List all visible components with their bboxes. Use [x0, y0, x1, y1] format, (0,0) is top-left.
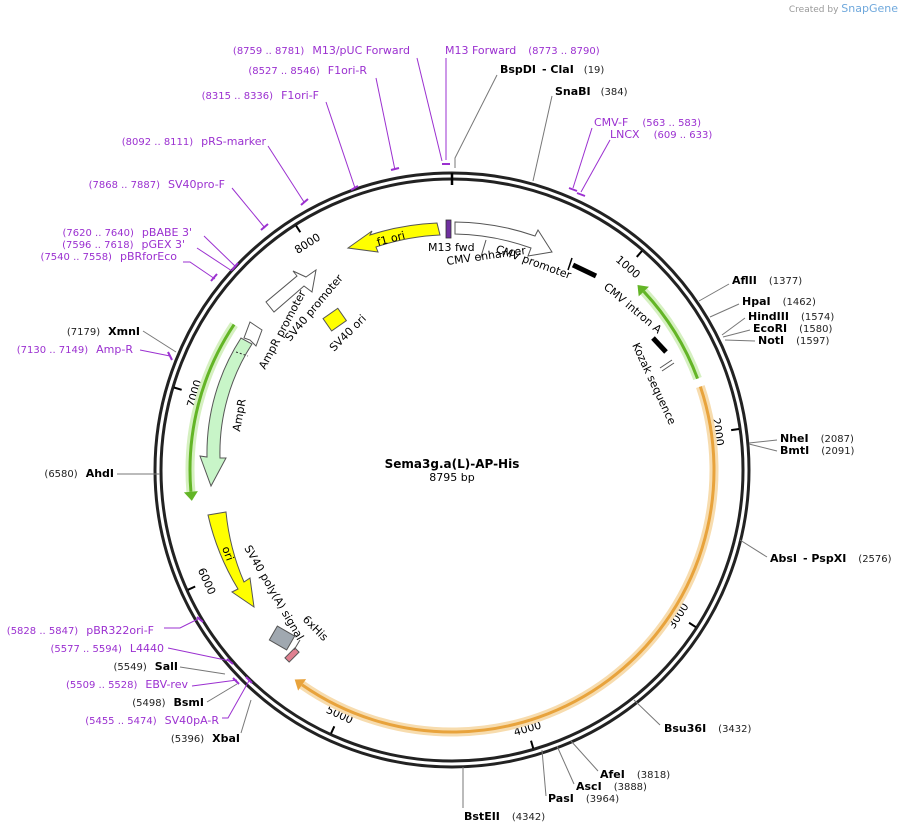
primer-pbr322ori-f[interactable]: (5828 .. 5847)pBR322ori-F [7, 624, 154, 637]
cmv-enhancer-leader [479, 239, 487, 261]
ruler-tick-mark [173, 386, 182, 391]
ruler-tick-mark [636, 250, 643, 258]
leader-pasi [541, 749, 547, 797]
leader-hpai [709, 303, 740, 318]
enzyme-afei[interactable]: AfeI(3818) [600, 768, 670, 781]
leader-hindiii [721, 317, 746, 336]
enzyme-asci[interactable]: AscI(3888) [576, 780, 647, 793]
enzyme-bsu36i[interactable]: Bsu36I(3432) [664, 722, 752, 735]
leader-aflii [698, 283, 730, 302]
primer-sv40pro-f[interactable]: (7868 .. 7887)SV40pro-F [89, 178, 225, 191]
primer-f1ori-r[interactable]: (8527 .. 8546)F1ori-R [248, 64, 367, 77]
cmv-promoter-arrow [454, 221, 553, 257]
leader-nhei [748, 439, 778, 444]
ruler-tick-mark [688, 621, 697, 628]
enzyme-bspdi[interactable]: BspDI- ClaI(19) [500, 63, 604, 76]
enzyme-hindiii[interactable]: HindIII(1574) [748, 310, 834, 323]
leader-absi [739, 539, 768, 558]
enzyme-ahdi[interactable]: (6580)AhdI [44, 467, 114, 480]
plasmid-length: 8795 bp [429, 471, 474, 484]
cmv-intron-a-end [567, 257, 573, 271]
insert-feature [294, 385, 719, 737]
primer-pgex-3[interactable]: (7596 .. 7618)pGEX 3' [62, 238, 185, 251]
sv40-promoter-arrow [265, 268, 317, 313]
primer-pbabe-3[interactable]: (7620 .. 7640)pBABE 3' [63, 226, 193, 239]
enzyme-sites: BspDI- ClaI(19) SnaBI(384) AflII(1377) H… [44, 63, 891, 823]
cmv-intron-a-bar [571, 262, 598, 279]
sv40-polya-box [268, 625, 296, 651]
enzyme-bsteii[interactable]: BstEII(4342) [464, 810, 545, 823]
leader-asci [556, 745, 575, 785]
leader-bmti [748, 443, 778, 452]
leader-bsu36i [633, 699, 661, 726]
ruler-tick-label: 1000 [613, 253, 643, 281]
leader-xbai [240, 699, 252, 734]
leader-ecori [722, 329, 751, 338]
cmv-intron-green-feature [637, 284, 702, 381]
leader-afei [570, 740, 599, 772]
primer-sites: M13 Forward(8773 .. 8790) (8759 .. 8781)… [7, 44, 713, 727]
ruler-tick-mark [187, 585, 196, 591]
feature-label-m13-fwd: M13 fwd [428, 241, 475, 254]
credit-prefix: Created by [788, 5, 839, 15]
ampr-promoter-arrow [243, 321, 263, 347]
enzyme-hpai[interactable]: HpaI(1462) [742, 295, 816, 308]
ori-arrow [207, 511, 255, 609]
enzyme-nhei[interactable]: NheI(2087) [780, 432, 854, 445]
leader-sali [179, 666, 226, 675]
primer-pbrforeco[interactable]: (7540 .. 7558)pBRforEco [41, 250, 178, 263]
enzyme-ecori[interactable]: EcoRI(1580) [753, 322, 833, 335]
primer-m13-forward[interactable]: M13 Forward(8773 .. 8790) [445, 44, 600, 57]
enzyme-xbai[interactable]: (5396)XbaI [171, 732, 240, 745]
leader-noti [724, 339, 756, 342]
snapgene-credit: Created by SnapGene [789, 2, 898, 15]
leader-xmni [142, 330, 177, 353]
6xhis-box [284, 647, 300, 663]
m13-fwd-marker [445, 219, 452, 239]
feature-label-6xhis: 6xHis [300, 613, 331, 644]
enzyme-snabi[interactable]: SnaBI(384) [555, 85, 628, 98]
enzyme-xmni[interactable]: (7179)XmnI [67, 325, 140, 338]
snapgene-logo-text: SnapGene [841, 2, 898, 15]
kozak-bar [651, 336, 668, 354]
plasmid-name: Sema3g.a(L)-AP-His [385, 457, 520, 471]
kozak-tick-a [659, 359, 673, 369]
enzyme-absi[interactable]: AbsI- PspXI(2576) [770, 552, 892, 565]
ruler-tick-label: 8000 [292, 231, 323, 257]
primer-cmv-f[interactable]: CMV-F(563 .. 583) [594, 116, 701, 129]
enzyme-bsmi[interactable]: (5498)BsmI [132, 696, 204, 709]
feature-label-ori: ori [219, 545, 236, 563]
primer-l4440[interactable]: (5577 .. 5594)L4440 [50, 642, 164, 655]
leader-snabi [532, 95, 553, 182]
ruler-tick-mark [295, 224, 302, 233]
primer-sv40pa-r[interactable]: (5455 .. 5474)SV40pA-R [85, 714, 219, 727]
enzyme-bmti[interactable]: BmtI(2091) [780, 444, 855, 457]
enzyme-noti[interactable]: NotI(1597) [758, 334, 829, 347]
primer-m13-puc-forward[interactable]: (8759 .. 8781)M13/pUC Forward [233, 44, 410, 57]
ruler-tick-mark [330, 725, 336, 734]
leader-bspdi [454, 74, 498, 168]
primer-ebv-rev[interactable]: (5509 .. 5528)EBV-rev [66, 678, 188, 691]
enzyme-pasi[interactable]: PasI(3964) [548, 792, 619, 805]
6xhis-leader [293, 639, 301, 651]
feature-label-kozak: Kozak sequence [629, 341, 678, 427]
feature-label-ampr: AmpR [230, 398, 249, 433]
ampr-arrow [199, 337, 253, 488]
f1-ori-arrow [346, 222, 441, 253]
enzyme-aflii[interactable]: AflII(1377) [732, 274, 802, 287]
ruler-tick-label: 6000 [195, 566, 218, 597]
primer-lncx[interactable]: LNCX(609 .. 633) [610, 128, 712, 141]
ruler-tick-mark [731, 427, 740, 432]
sv40-ori-box [322, 307, 348, 332]
enzyme-sali[interactable]: (5549)SalI [114, 660, 178, 673]
ampr-green-feature [183, 322, 238, 501]
kozak-tick-b [661, 362, 675, 372]
ruler-tick-mark [530, 740, 535, 749]
primer-prs-marker[interactable]: (8092 .. 8111)pRS-marker [122, 135, 267, 148]
primer-f1ori-f[interactable]: (8315 .. 8336)F1ori-F [202, 89, 319, 102]
primer-amp-r[interactable]: (7130 .. 7149)Amp-R [17, 343, 134, 356]
leader-bsmi [206, 683, 238, 703]
